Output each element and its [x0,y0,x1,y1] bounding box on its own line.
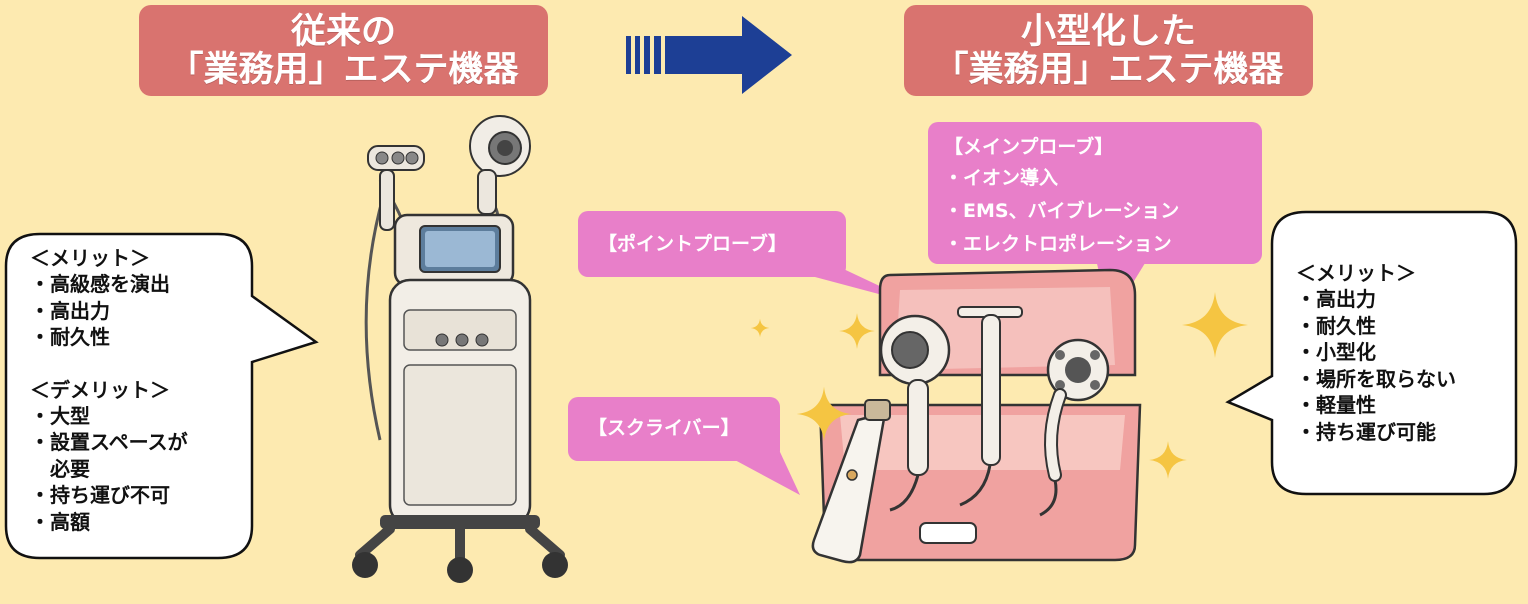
list-item: ・大型 [30,403,90,428]
list-item: ・設置スペースが 必要 [30,430,188,481]
right-title-line2: 「業務用」エステ機器 [933,50,1284,90]
main-probe-label: 【メインプローブ】 ・イオン導入 ・EMS、バイブレーション ・エレクトロポレー… [928,122,1262,264]
list-item: ・高級感を演出 [30,272,170,296]
list-item: ・小型化 [1296,340,1376,364]
list-item: ・高額 [30,509,90,534]
list-item: ・エレクトロポレーション [944,233,1172,255]
list-item: ・軽量性 [1296,393,1376,417]
sparkle-icon [839,313,875,349]
compact-device-case-illustration [811,268,1142,564]
sparkle-icon [1149,441,1187,479]
point-probe-label: 【ポイントプローブ】 [578,211,846,277]
right-merit-header: ＜メリット＞ [1296,261,1416,285]
list-item: ・場所を取らない [1296,366,1456,391]
list-item: ・持ち運び可能 [1296,419,1436,444]
list-item: ・耐久性 [1296,313,1376,338]
right-bubble-shape [1225,210,1518,496]
main-probe-title: 【メインプローブ】 [944,136,1114,158]
left-title: 従来の 「業務用」エステ機器 [139,5,548,96]
list-item: ・持ち運び不可 [30,483,170,507]
left-demerit-header: ＜デメリット＞ [30,377,170,402]
list-item: ・イオン導入 [944,167,1059,189]
right-title-line1: 小型化した [1020,12,1196,52]
sparkle-icon [750,318,770,338]
list-item: ・高出力 [30,298,110,323]
left-merit-list: ・高級感を演出 ・高出力 ・耐久性 [30,271,250,351]
sparkle-icon [796,386,852,442]
list-item: ・高出力 [1296,287,1376,311]
traditional-machine-illustration [352,115,568,583]
right-merit-list: ・高出力 ・耐久性 ・小型化 ・場所を取らない ・軽量性 ・持ち運び可能 [1296,286,1496,445]
right-bubble: ＜メリット＞ ・高出力 ・耐久性 ・小型化 ・場所を取らない ・軽量性 ・持ち運… [1296,260,1496,445]
scriber-label: 【スクライバー】 [568,397,780,461]
right-title: 小型化した 「業務用」エステ機器 [904,5,1313,96]
main-probe-list: ・イオン導入 ・EMS、バイブレーション ・エレクトロポレーション [944,162,1246,261]
left-bubble-shape [4,232,319,560]
list-item: ・耐久性 [30,325,110,349]
arrow-right-icon [626,16,792,94]
left-title-line1: 従来の [290,12,396,52]
sparkle-icon [1182,292,1248,358]
left-demerit-list: ・大型 ・設置スペースが 必要 ・持ち運び不可 ・高額 [30,403,250,536]
left-bubble: ＜メリット＞ ・高級感を演出 ・高出力 ・耐久性 ＜デメリット＞ ・大型 ・設置… [30,245,250,535]
left-merit-header: ＜メリット＞ [30,246,150,270]
left-title-line2: 「業務用」エステ機器 [168,50,519,90]
list-item: ・EMS、バイブレーション [944,200,1180,222]
